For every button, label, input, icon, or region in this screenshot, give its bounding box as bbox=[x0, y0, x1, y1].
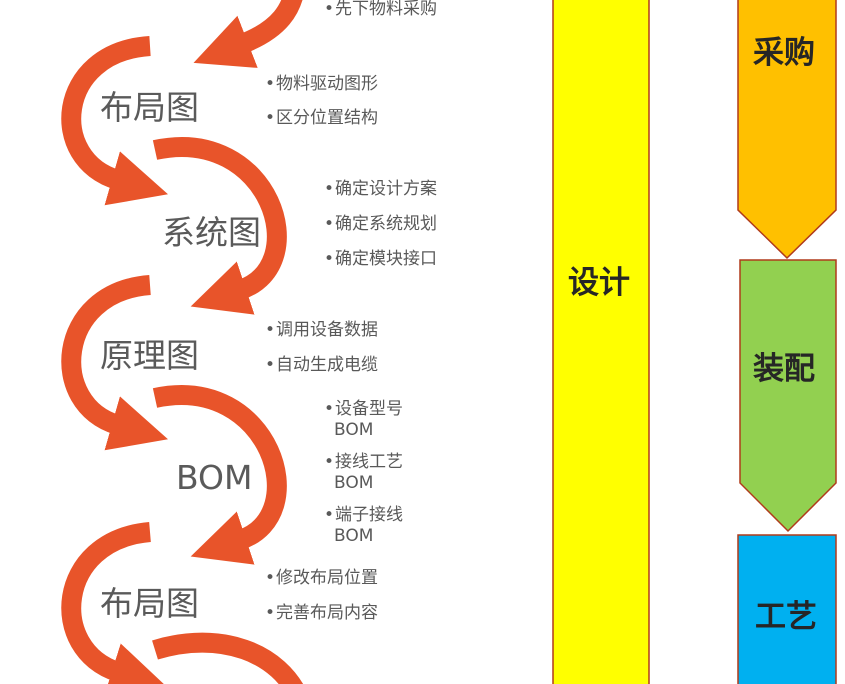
bullet-text: 接线工艺 bbox=[335, 452, 404, 472]
phase-label-process: 工艺 bbox=[755, 599, 817, 635]
bullet-item: •确定模块接口 bbox=[324, 249, 438, 269]
bullet-text: 确定设计方案 bbox=[335, 179, 438, 199]
bullet-item: •确定设计方案 bbox=[324, 179, 438, 199]
bullet-text: 确定模块接口 bbox=[335, 249, 438, 269]
arrow-right-1 bbox=[152, 137, 287, 315]
bullet-item: •调用设备数据 bbox=[265, 320, 379, 340]
assembly-shape bbox=[739, 259, 837, 533]
phase-label-design: 设计 bbox=[568, 265, 630, 301]
design-bar bbox=[552, 0, 650, 684]
bullet-text: 调用设备数据 bbox=[276, 320, 379, 340]
bullet-text-second: BOM bbox=[334, 526, 374, 547]
arrow-right-3 bbox=[152, 632, 304, 684]
bullet-item: •完善布局内容 bbox=[265, 603, 379, 623]
bullet-item: •设备型号 BOM bbox=[324, 399, 404, 441]
step-label-schematic: 原理图 bbox=[100, 336, 199, 375]
step-label-system: 系统图 bbox=[162, 213, 261, 252]
step-label-layout-1: 布局图 bbox=[100, 88, 199, 127]
process-shape bbox=[737, 534, 837, 684]
arrow-left-3 bbox=[61, 522, 168, 684]
step-label-layout-2: 布局图 bbox=[100, 584, 199, 623]
step-label-bom: BOM bbox=[176, 458, 253, 497]
bullet-text-second: BOM bbox=[334, 473, 374, 494]
bullet-item: •确定系统规划 bbox=[324, 214, 438, 234]
purchase-shape bbox=[737, 0, 837, 260]
bullet-text: 自动生成电缆 bbox=[276, 355, 379, 375]
bullet-item: •接线工艺 BOM bbox=[324, 452, 404, 494]
bullet-text: 完善布局内容 bbox=[276, 603, 379, 623]
bullet-item: •修改布局位置 bbox=[265, 568, 379, 588]
phase-label-assembly: 装配 bbox=[753, 351, 815, 387]
bullet-text: 设备型号 bbox=[335, 399, 404, 419]
bullet-item: •先下物料采购 bbox=[324, 0, 438, 19]
bullet-text-second: BOM bbox=[334, 420, 374, 441]
bullet-text: 先下物料采购 bbox=[335, 0, 438, 19]
phase-label-purchase: 采购 bbox=[753, 35, 815, 71]
bullet-text: 确定系统规划 bbox=[335, 214, 438, 234]
bullet-item: •区分位置结构 bbox=[265, 108, 379, 128]
bullet-item: •端子接线 BOM bbox=[324, 505, 404, 547]
arrow-left-2 bbox=[61, 275, 168, 451]
bullet-text: 物料驱动图形 bbox=[276, 74, 379, 94]
bullet-text: 端子接线 bbox=[335, 505, 404, 525]
bullet-text: 修改布局位置 bbox=[276, 568, 379, 588]
arrow-right-2 bbox=[152, 385, 287, 565]
arrow-top-partial bbox=[193, 0, 303, 68]
arrow-left-1 bbox=[61, 36, 168, 206]
arrow-chain bbox=[61, 0, 304, 684]
bullet-item: •自动生成电缆 bbox=[265, 355, 379, 375]
bullet-item: •物料驱动图形 bbox=[265, 74, 379, 94]
bullet-text: 区分位置结构 bbox=[276, 108, 379, 128]
